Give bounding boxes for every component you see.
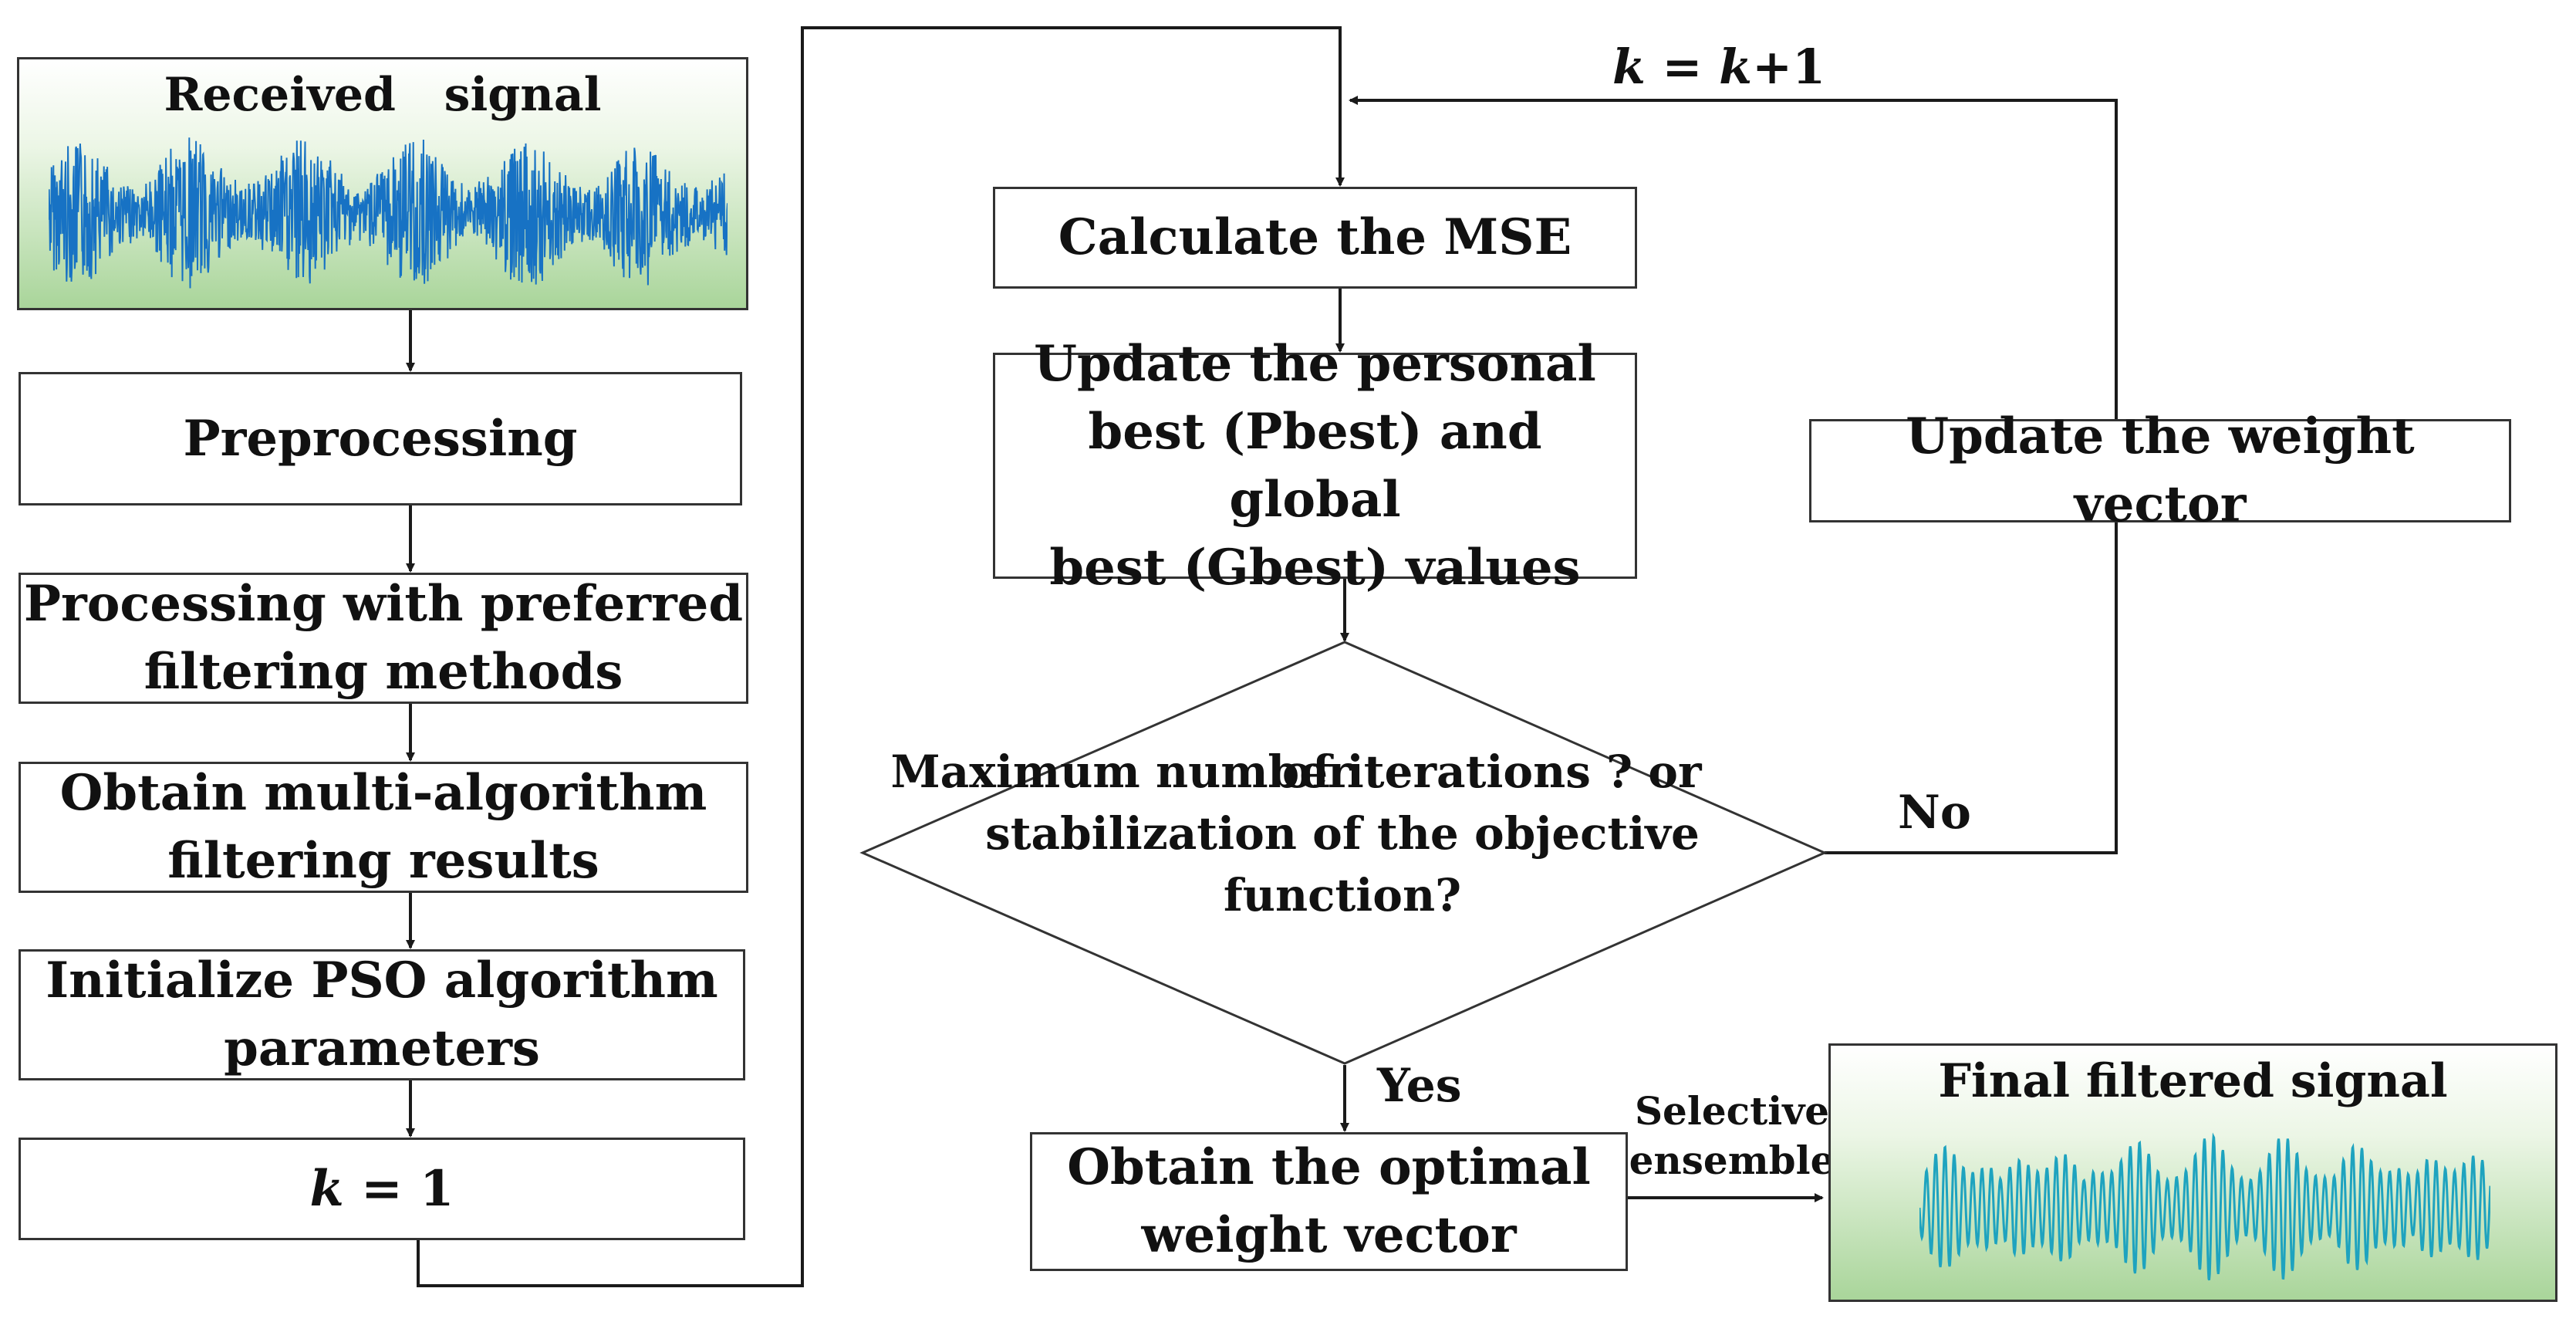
k-increment-var2: k bbox=[1719, 39, 1753, 95]
preprocessing-box: Preprocessing bbox=[19, 372, 742, 505]
obtain-results-box: Obtain multi-algorithm filtering results bbox=[19, 762, 748, 893]
final-signal-box: Final filtered signal bbox=[1828, 1043, 2557, 1302]
decision-text: Maximum number of iterations ? or stabil… bbox=[890, 741, 1713, 926]
update-best-line2: best (Pbest) and global bbox=[1088, 402, 1542, 529]
calculate-mse-label: Calculate the MSE bbox=[1058, 208, 1572, 266]
k-increment-eq: = bbox=[1645, 39, 1720, 95]
processing-label-line2: filtering methods bbox=[143, 643, 623, 701]
yes-label: Yes bbox=[1377, 1059, 1462, 1113]
k-increment-var1: k bbox=[1612, 39, 1646, 95]
k-init-variable: k bbox=[309, 1159, 344, 1218]
selective-ensemble-label: Selective ensemble bbox=[1620, 1087, 1844, 1185]
update-weight-label: Update the weight vector bbox=[1906, 407, 2415, 533]
preprocessing-label: Preprocessing bbox=[183, 409, 578, 468]
init-label-line2: parameters bbox=[224, 1019, 540, 1077]
update-best-line3: best (Gbest) values bbox=[1049, 538, 1581, 597]
final-signal-waveform bbox=[1919, 1132, 2490, 1281]
final-signal-title: Final filtered signal bbox=[1938, 1054, 2448, 1108]
arrow-no-to-weight-update bbox=[1825, 522, 2118, 854]
decision-line3: stabilization of the objective bbox=[985, 807, 1700, 860]
obtain-label-line1: Obtain multi-algorithm bbox=[59, 764, 707, 822]
decision-line4: function? bbox=[1223, 869, 1462, 921]
update-best-box: Update the personal best (Pbest) and glo… bbox=[993, 335, 1637, 597]
no-label: No bbox=[1898, 786, 1971, 840]
update-weight-box: Update the weight vector bbox=[1809, 407, 2511, 533]
init-label-line1: Initialize PSO algorithm bbox=[46, 952, 718, 1009]
optimal-weight-box: Obtain the optimal weight vector bbox=[1030, 1132, 1628, 1271]
selective-label-line2: ensemble bbox=[1629, 1138, 1835, 1183]
selective-label-line1: Selective bbox=[1634, 1088, 1830, 1134]
k-increment-label: k = k+1 bbox=[1612, 39, 1825, 95]
received-signal-box: Received signal bbox=[17, 57, 748, 310]
processing-label-line1: Processing with preferred bbox=[23, 575, 744, 633]
decision-line1: Maximum number bbox=[890, 746, 1352, 798]
processing-box: Processing with preferred filtering meth… bbox=[19, 573, 748, 704]
k-init-box: k = 1 bbox=[19, 1138, 745, 1240]
obtain-label-line2: filtering results bbox=[167, 832, 599, 890]
decision-diamond bbox=[859, 641, 1828, 1065]
arrow-k1-to-mse bbox=[417, 26, 1345, 1287]
k-increment-end: +1 bbox=[1752, 39, 1826, 95]
optimal-weight-line2: weight vector bbox=[1141, 1206, 1517, 1264]
decision-line2: of iterations ? or bbox=[1281, 746, 1702, 798]
init-pso-box: Initialize PSO algorithm parameters bbox=[19, 949, 745, 1080]
arrow-weight-update-to-loop bbox=[1349, 96, 2118, 419]
received-signal-title: Received signal bbox=[164, 68, 602, 122]
calculate-mse-box: Calculate the MSE bbox=[993, 187, 1637, 289]
update-best-line1: Update the personal bbox=[1034, 334, 1596, 393]
received-signal-waveform bbox=[49, 137, 728, 289]
k-init-value: = 1 bbox=[343, 1159, 454, 1218]
optimal-weight-line1: Obtain the optimal bbox=[1067, 1138, 1591, 1196]
